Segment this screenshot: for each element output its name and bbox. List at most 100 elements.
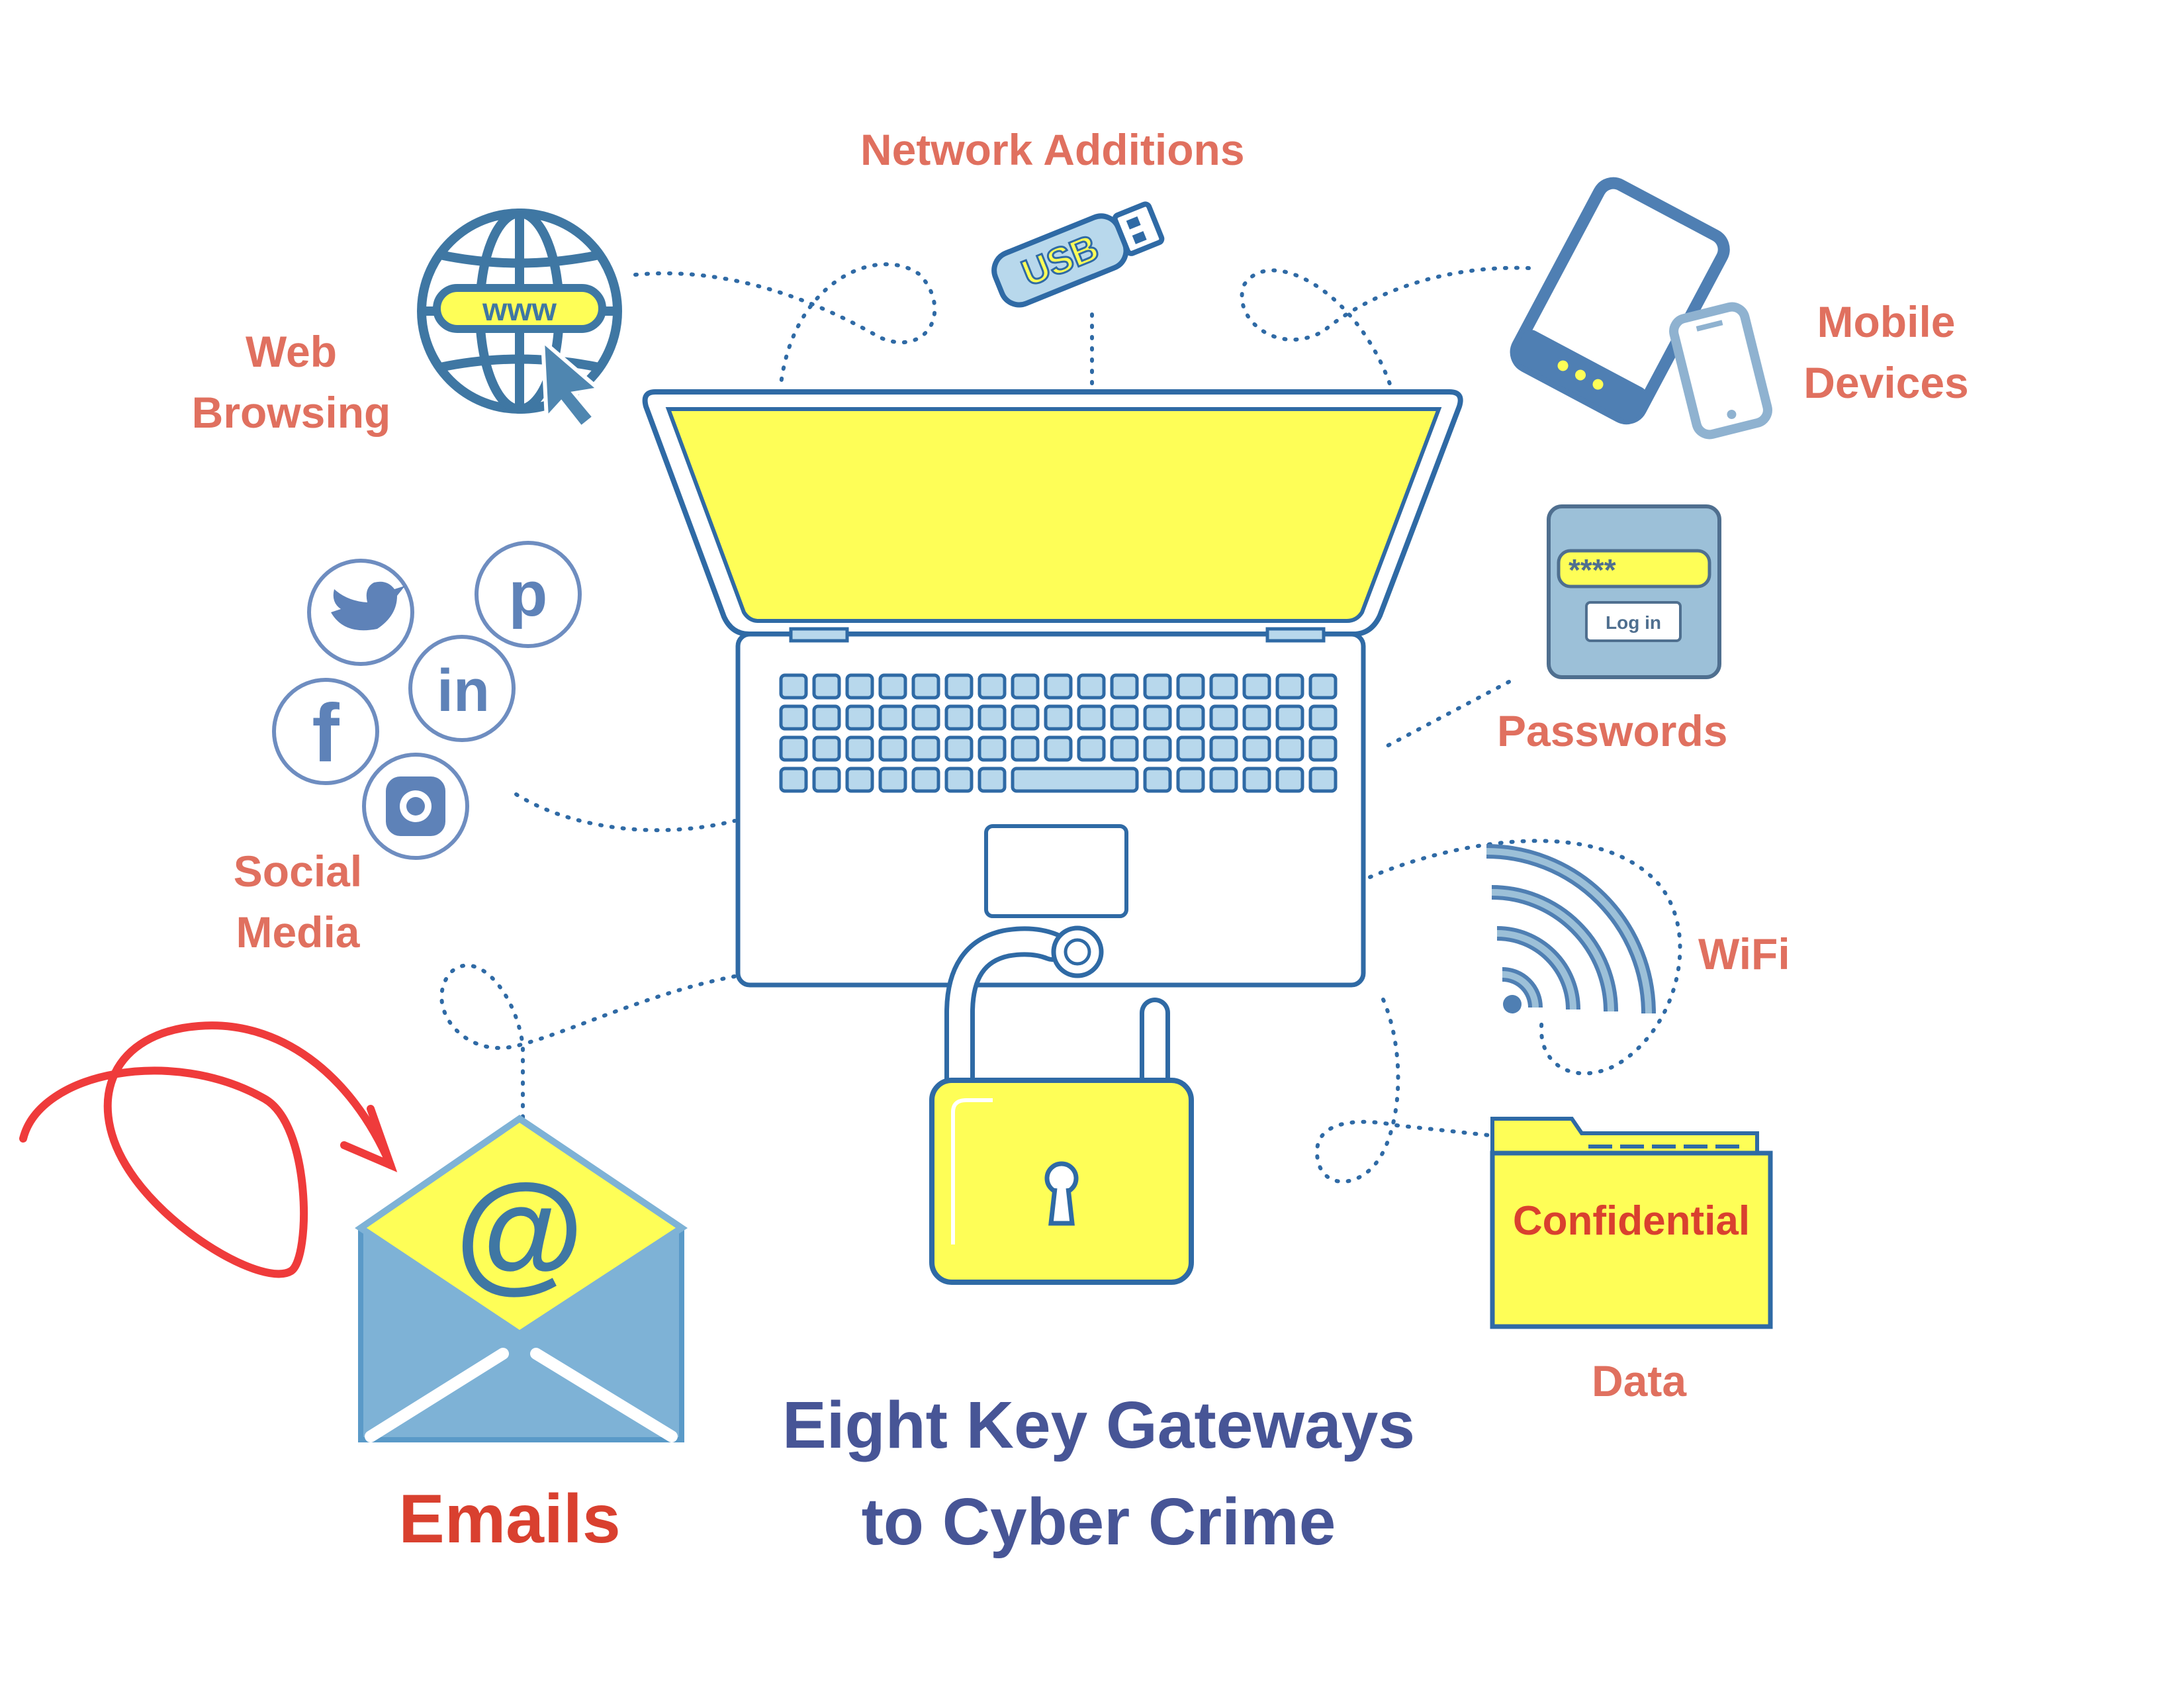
label-social-media: Social Media (165, 841, 430, 962)
keyboard-key (1110, 735, 1139, 762)
label-web-line2: Browsing (191, 388, 391, 437)
folder-icon: Confidential (1490, 1117, 1773, 1329)
keyboard-key (1308, 735, 1338, 762)
svg-text:f: f (312, 688, 340, 779)
keyboard-key (812, 735, 841, 762)
keyboard-key (779, 673, 808, 700)
label-web-browsing: Web Browsing (159, 321, 424, 443)
wifi-icon-inner (1486, 848, 1652, 1014)
keyboard-key (1044, 704, 1073, 731)
keyboard-key (1209, 735, 1238, 762)
keyboard-key (1143, 673, 1172, 700)
keyboard-key (1176, 704, 1205, 731)
keyboard-key (1077, 735, 1106, 762)
keyboard-key (1275, 673, 1304, 700)
keyboard-key (1143, 704, 1172, 731)
keyboard-key (978, 735, 1007, 762)
label-mobile-line1: Mobile (1817, 297, 1956, 346)
keyboard-key (845, 767, 874, 793)
keyboard-key (878, 735, 907, 762)
keyboard-key (944, 767, 974, 793)
keyboard-key (1308, 704, 1338, 731)
social-icons: p in f (272, 541, 582, 860)
label-social-line1: Social (233, 847, 363, 896)
keyboard-key (812, 767, 841, 793)
keyboard-key (944, 735, 974, 762)
connector-social (514, 792, 737, 833)
title-line2: to Cyber Crime (861, 1485, 1336, 1559)
connector-data (1314, 998, 1491, 1184)
keyboard-key (944, 673, 974, 700)
keyboard-key (1242, 735, 1271, 762)
password-panel-icon: **** Log in (1547, 504, 1721, 679)
keyboard-key (1242, 673, 1271, 700)
svg-text:p: p (509, 559, 548, 630)
keyboard-key (1011, 673, 1040, 700)
label-social-line2: Media (236, 908, 360, 957)
keyboard-key (1110, 704, 1139, 731)
label-emails: Emails (398, 1481, 621, 1558)
keyboard-spacebar (1011, 767, 1139, 793)
keyboard-key (1176, 735, 1205, 762)
keyboard-key (1044, 735, 1073, 762)
connector-lines (439, 262, 1682, 1184)
tablet-icon (1510, 177, 1730, 425)
twitter-icon (307, 559, 414, 666)
login-button-label: Log in (1606, 612, 1661, 633)
instagram-icon (362, 753, 469, 860)
connector-web (633, 262, 937, 386)
laptop-icon (642, 389, 1463, 988)
padlock-icon (929, 925, 1194, 1285)
folder-label: Confidential (1513, 1198, 1750, 1244)
keyboard-key (845, 673, 874, 700)
keyboard-key (1308, 673, 1338, 700)
svg-text:in: in (437, 658, 490, 724)
connector-mobile (1240, 265, 1531, 386)
keyboard-key (978, 767, 1007, 793)
keyboard-key (1143, 767, 1172, 793)
keyboard-key (1242, 704, 1271, 731)
keyboard-key (1044, 673, 1073, 700)
label-web-line1: Web (245, 327, 338, 376)
keyboard-key (878, 704, 907, 731)
phone-icon (1669, 302, 1772, 440)
keyboard-key (779, 735, 808, 762)
keyboard-key (911, 767, 940, 793)
label-mobile-line2: Devices (1803, 358, 1969, 407)
keyboard-key (911, 673, 940, 700)
keyboard (779, 673, 1338, 793)
keyboard-key (911, 704, 940, 731)
keyboard-key (1275, 704, 1304, 731)
keyboard-key (845, 704, 874, 731)
keyboard-key (812, 673, 841, 700)
keyboard-key (812, 704, 841, 731)
keyboard-key (1011, 704, 1040, 731)
keyboard-key (845, 735, 874, 762)
at-symbol: @ (455, 1157, 584, 1305)
envelope-icon: @ (355, 1114, 688, 1442)
pinterest-icon: p (475, 541, 582, 648)
keyboard-key (878, 673, 907, 700)
keyboard-key (779, 704, 808, 731)
connector-email-laptop (439, 963, 737, 1121)
keyboard-key (978, 704, 1007, 731)
title-line1: Eight Key Gateways (782, 1388, 1415, 1462)
keyboard-key (1308, 767, 1338, 793)
label-mobile-devices: Mobile Devices (1760, 291, 2012, 413)
password-mask: **** (1569, 553, 1616, 587)
cursor-icon (540, 336, 604, 431)
www-text: www (482, 293, 557, 328)
keyboard-key (1011, 735, 1040, 762)
keyboard-key (944, 704, 974, 731)
label-data: Data (1592, 1356, 1687, 1405)
keyboard-key (1275, 767, 1304, 793)
usb-icon: USB (991, 201, 1165, 308)
linkedin-icon: in (408, 635, 516, 742)
globe-icon: www (417, 209, 622, 431)
label-wifi: WiFi (1698, 929, 1790, 978)
keyboard-key (1077, 704, 1106, 731)
keyboard-key (1077, 673, 1106, 700)
label-passwords: Passwords (1497, 706, 1728, 755)
